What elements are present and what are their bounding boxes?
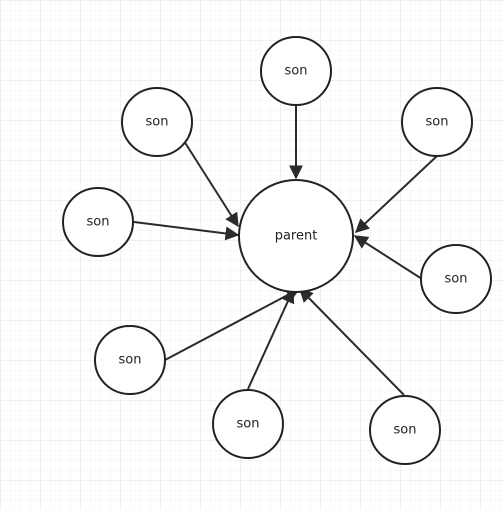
son-node-label: son: [445, 272, 468, 287]
edge-son-lower-left: [164, 288, 301, 361]
son-node: son: [94, 325, 166, 395]
son-node: son: [369, 395, 441, 465]
edge-son-upper-left: [183, 140, 239, 228]
parent-node-circle: [238, 179, 354, 293]
son-node-label: son: [87, 215, 110, 230]
son-node: son: [401, 87, 473, 157]
son-node: son: [62, 187, 134, 257]
son-node-label: son: [119, 353, 142, 368]
son-node-label: son: [237, 417, 260, 432]
son-node: son: [260, 36, 332, 106]
son-node-label: son: [146, 115, 169, 130]
edge-son-upper-right: [354, 155, 438, 233]
son-node-circle: [401, 87, 473, 157]
parent-node: parent: [238, 179, 354, 293]
son-node-circle: [260, 36, 332, 106]
edge-son-bottom-right: [299, 288, 405, 396]
son-node-label: son: [285, 64, 308, 79]
edges: [133, 104, 438, 396]
son-node-circle: [369, 395, 441, 465]
son-node: son: [212, 389, 284, 459]
son-node-label: son: [394, 423, 417, 438]
son-node-circle: [212, 389, 284, 459]
edge-son-right: [353, 235, 423, 280]
son-node-label: son: [426, 115, 449, 130]
son-node: son: [121, 87, 193, 157]
son-node: son: [420, 244, 492, 314]
edge-son-left: [133, 221, 240, 241]
son-node-circle: [62, 187, 134, 257]
son-node-circle: [420, 244, 492, 314]
edge-son-bottom-left: [247, 288, 295, 390]
son-node-circle: [94, 325, 166, 395]
son-node-circle: [121, 87, 193, 157]
parent-node-label: parent: [275, 229, 318, 244]
